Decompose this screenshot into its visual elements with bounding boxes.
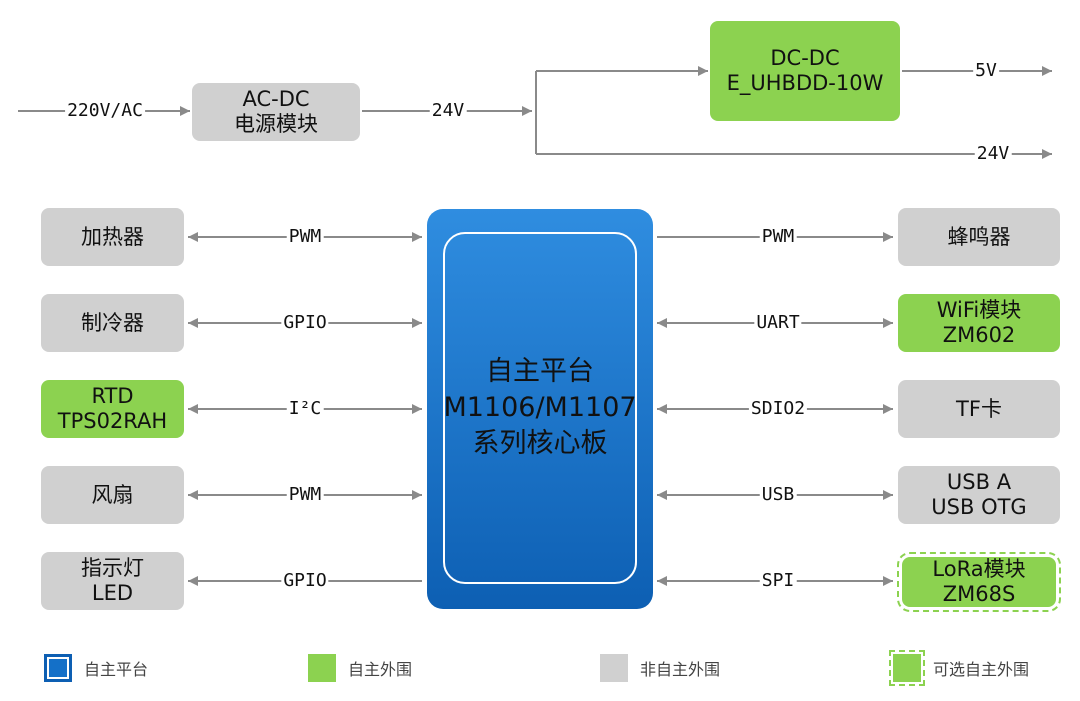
legend-dashed-swatch: [889, 650, 925, 686]
led-link-label: GPIO: [281, 570, 329, 592]
fan-link-label: PWM: [286, 484, 324, 506]
legend-label: 自主外围: [348, 660, 413, 679]
buzzer-module: 蜂鸣器: [898, 208, 1060, 266]
dcdc-line1: DC-DC: [770, 46, 840, 70]
module-name: 加热器: [81, 224, 144, 249]
module-part: LED: [91, 581, 134, 605]
lora-module: LoRa模块 ZM68S: [897, 552, 1061, 612]
module-name: 风扇: [91, 482, 134, 507]
core-board: [427, 209, 653, 609]
core-line3: 系列核心板: [472, 428, 608, 459]
legend-green: 自主外围: [308, 654, 412, 682]
legend-gray-swatch: [600, 654, 628, 682]
module-name: LoRa模块: [932, 557, 1026, 581]
cooler-module: 制冷器: [41, 294, 184, 352]
rtd-link-label: I²C: [286, 398, 324, 420]
module-name: 制冷器: [81, 310, 144, 335]
tf-card-module: TF卡: [898, 380, 1060, 438]
legend-label: 非自主外围: [640, 660, 721, 679]
legend-label: 可选自主外围: [933, 660, 1030, 679]
module-name: TF卡: [956, 396, 1002, 421]
module-name: 蜂鸣器: [947, 224, 1011, 249]
lora-link-label: SPI: [759, 570, 797, 592]
output-5v-label: 5V: [973, 60, 999, 82]
acdc-line2: 电源模块: [234, 112, 318, 136]
buzzer-link-label: PWM: [759, 226, 797, 248]
module-name: USB A: [946, 470, 1012, 494]
legend-core-swatch: [44, 654, 72, 682]
usb-link-label: USB: [759, 484, 797, 506]
core-board-label: 自主平台 M1106/M1107 系列核心板: [443, 232, 637, 584]
module-name: WiFi模块: [936, 298, 1022, 322]
bus-voltage-label: 24V: [429, 100, 467, 122]
module-name: RTD: [91, 384, 134, 408]
wifi-link-label: UART: [754, 312, 802, 334]
core-line2: M1106/M1107: [443, 392, 637, 423]
wifi-module: WiFi模块 ZM602: [898, 294, 1060, 352]
acdc-power-module: AC-DC 电源模块: [192, 83, 360, 141]
legend-label: 自主平台: [84, 660, 149, 679]
core-line1: 自主平台: [486, 356, 594, 387]
module-part: TPS02RAH: [57, 409, 168, 433]
legend-dashed: 可选自主外围: [889, 650, 1030, 686]
heater-module: 加热器: [41, 208, 184, 266]
input-voltage-label: 220V/AC: [65, 100, 145, 122]
heater-link-label: PWM: [286, 226, 324, 248]
usb-module: USB A USB OTG: [898, 466, 1060, 524]
acdc-line1: AC-DC: [242, 87, 310, 111]
legend-core: 自主平台: [44, 654, 148, 682]
module-part: ZM602: [942, 323, 1016, 347]
module-part: ZM68S: [942, 582, 1016, 606]
legend-green-swatch: [308, 654, 336, 682]
dcdc-line2: E_UHBDD-10W: [726, 71, 884, 95]
module-name: 指示灯: [81, 556, 144, 580]
fan-module: 风扇: [41, 466, 184, 524]
tf-link-label: SDIO2: [748, 398, 808, 420]
rtd-module: RTD TPS02RAH: [41, 380, 184, 438]
module-part: USB OTG: [931, 495, 1027, 519]
output-24v-label: 24V: [974, 143, 1012, 165]
cooler-link-label: GPIO: [281, 312, 329, 334]
legend-gray: 非自主外围: [600, 654, 720, 682]
led-module: 指示灯 LED: [41, 552, 184, 610]
dcdc-module: DC-DC E_UHBDD-10W: [710, 21, 900, 121]
